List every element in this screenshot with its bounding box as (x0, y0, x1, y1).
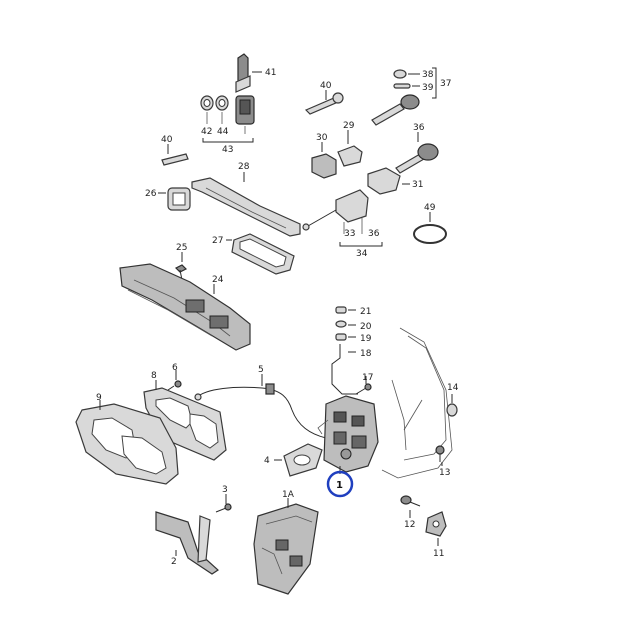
part-lock-cylinder (302, 189, 369, 231)
part-20-washer (335, 320, 356, 328)
part-cover-cap (235, 95, 255, 134)
callout-1A: 1A (282, 490, 295, 500)
callout-25: 25 (176, 243, 187, 253)
callout-39: 39 (422, 83, 434, 93)
part-5-release-cable (194, 383, 327, 439)
part-36-key (395, 143, 439, 174)
callout-34: 34 (356, 249, 368, 259)
callout-24: 24 (212, 275, 224, 285)
callout-29: 29 (343, 121, 355, 131)
callout-36: 36 (413, 123, 425, 133)
part-17-screw (355, 383, 372, 395)
callout-43: 43 (222, 145, 233, 155)
part-1-door-lock (317, 395, 379, 473)
part-40-key-blank-left (161, 153, 189, 166)
callout-36-lower: 36 (368, 229, 380, 239)
callout-40-left: 40 (161, 135, 173, 145)
part-13-screw (435, 445, 445, 462)
callout-4: 4 (264, 456, 270, 466)
part-40-key-blank-top (304, 92, 344, 115)
part-11-striker (425, 511, 447, 537)
part-3-screw (215, 503, 232, 513)
part-41-lock-tab (235, 53, 262, 93)
callout-41: 41 (265, 68, 276, 78)
callout-13: 13 (439, 468, 450, 478)
callout-30: 30 (316, 133, 328, 143)
callout-19: 19 (360, 334, 372, 344)
part-26-handle-gasket (167, 187, 191, 211)
callout-17: 17 (362, 373, 373, 383)
part-8-inner-handle-bezel (143, 387, 227, 461)
part-19-bush (335, 333, 356, 341)
callout-27: 27 (212, 236, 223, 246)
part-1A-lock-cover (253, 503, 319, 595)
callout-26: 26 (145, 189, 157, 199)
part-49-o-ring (413, 224, 447, 244)
part-9-inner-handle-trim (75, 403, 179, 485)
callout-31: 31 (412, 180, 423, 190)
callout-14: 14 (447, 383, 459, 393)
part-42-ring (200, 95, 214, 124)
callout-20: 20 (360, 322, 372, 332)
part-4-small-bezel (283, 443, 323, 477)
callout-28: 28 (238, 162, 250, 172)
part-31-lock-carrier (367, 167, 401, 195)
callout-2: 2 (171, 557, 177, 567)
part-21-clip (335, 306, 356, 314)
part-27-handle-bezel (231, 233, 295, 275)
part-44-ring (215, 95, 229, 124)
part-14-grommet (446, 403, 458, 417)
callout-9: 9 (96, 393, 102, 403)
part-29-cover (337, 145, 363, 167)
bracket-37 (432, 67, 437, 99)
door-shell-outline (381, 327, 453, 479)
callout-11: 11 (433, 549, 444, 559)
part-key-37 (371, 94, 420, 126)
part-6-screw (167, 380, 182, 391)
callout-49: 49 (424, 203, 436, 213)
callout-8: 8 (151, 371, 157, 381)
callout-21: 21 (360, 307, 371, 317)
callout-18: 18 (360, 349, 372, 359)
part-24-handle-carrier (119, 263, 251, 351)
callout-5: 5 (258, 365, 264, 375)
part-30-lock-cylinder-cap (311, 153, 337, 179)
part-18-lock-rod (331, 344, 358, 395)
part-38-small-cap (393, 69, 420, 79)
part-28-outer-handle (191, 177, 301, 237)
callout-44: 44 (217, 127, 229, 137)
bracket-34 (339, 242, 383, 247)
callout-38: 38 (422, 70, 434, 80)
callout-42: 42 (201, 127, 212, 137)
callout-3: 3 (222, 485, 228, 495)
callout-37: 37 (440, 79, 451, 89)
part-12-striker-bolt (400, 495, 421, 507)
callout-33: 33 (344, 229, 355, 239)
bracket-43 (202, 138, 254, 143)
callout-6: 6 (172, 363, 178, 373)
callout-1-highlight-ring (326, 470, 354, 498)
callout-1: 1 (336, 480, 343, 491)
callout-12: 12 (404, 520, 415, 530)
part-2-mounting-bracket (155, 511, 219, 575)
callout-40: 40 (320, 81, 332, 91)
part-39-pins (393, 83, 420, 89)
